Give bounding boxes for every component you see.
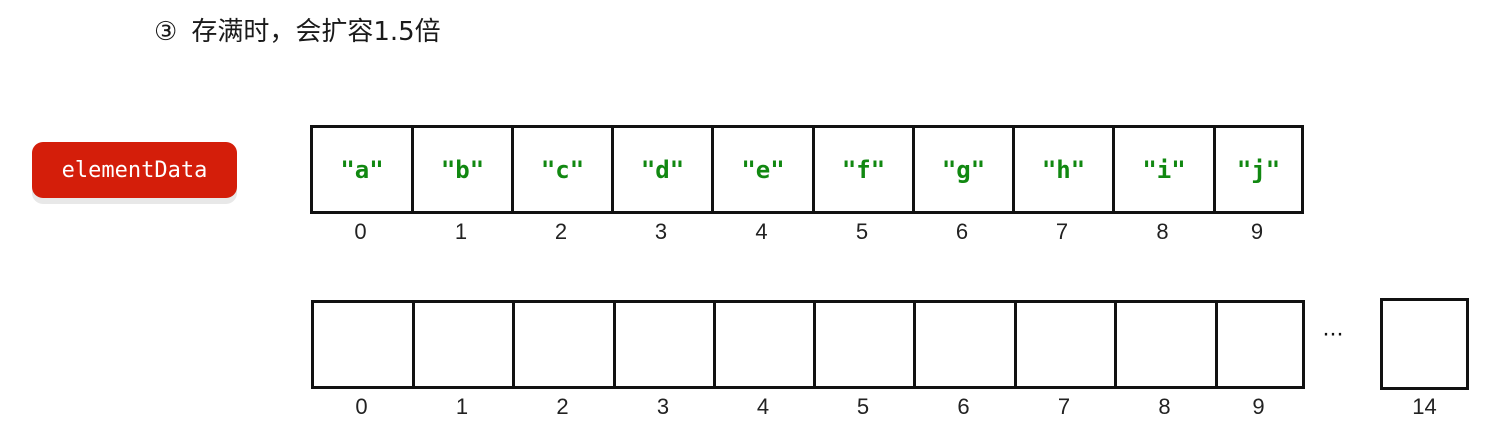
array-index: 9 bbox=[1252, 394, 1265, 419]
array-cell bbox=[916, 300, 1017, 389]
array-cell: "j" bbox=[1216, 125, 1304, 214]
array-index: 5 bbox=[855, 219, 869, 244]
array-cell: "h" bbox=[1015, 125, 1115, 214]
array-cell: "b" bbox=[414, 125, 514, 214]
array-cell bbox=[1218, 300, 1305, 389]
array-index: 8 bbox=[1156, 219, 1169, 244]
array-index: 2 bbox=[556, 394, 569, 419]
cell-value: "e" bbox=[741, 155, 785, 184]
array-cell bbox=[716, 300, 816, 389]
array-cell bbox=[616, 300, 716, 389]
cell-value: "c" bbox=[540, 155, 585, 184]
array-index: 0 bbox=[354, 219, 367, 244]
new-array bbox=[311, 300, 1305, 389]
new-array-indices: 0 1 2 3 4 5 6 7 8 9 bbox=[311, 393, 1302, 421]
array-index: 6 bbox=[955, 219, 969, 244]
heading: ③ 存满时，会扩容1.5倍 bbox=[154, 12, 441, 52]
cell-value: "i" bbox=[1142, 155, 1186, 184]
array-index-last: 14 bbox=[1412, 394, 1437, 419]
cell-value: "h" bbox=[1041, 155, 1086, 184]
array-index: 0 bbox=[355, 394, 368, 419]
cell-value: "a" bbox=[340, 155, 384, 184]
array-index: 1 bbox=[455, 394, 469, 419]
array-index: 2 bbox=[554, 219, 568, 244]
array-index: 5 bbox=[856, 394, 870, 419]
array-cell bbox=[1017, 300, 1117, 389]
old-array: "a" "b" "c" "d" "e" "f" "g" "h" "i" "j" bbox=[310, 125, 1304, 214]
array-index: 4 bbox=[756, 394, 770, 419]
array-index: 8 bbox=[1158, 394, 1171, 419]
array-cell: "g" bbox=[915, 125, 1015, 214]
array-cell: "i" bbox=[1115, 125, 1216, 214]
array-cell: "f" bbox=[815, 125, 915, 214]
array-index: 4 bbox=[755, 219, 768, 244]
array-index: 3 bbox=[654, 219, 668, 244]
array-index: 3 bbox=[656, 394, 670, 419]
array-cell bbox=[1117, 300, 1218, 389]
array-cell: "e" bbox=[714, 125, 815, 214]
array-index: 6 bbox=[957, 394, 970, 419]
cell-value: "b" bbox=[440, 155, 485, 184]
element-data-label: elementData bbox=[32, 142, 237, 198]
array-cell bbox=[415, 300, 515, 389]
array-cell bbox=[816, 300, 916, 389]
array-cell bbox=[515, 300, 616, 389]
step-number: ③ bbox=[154, 17, 178, 47]
cell-value: "g" bbox=[941, 155, 986, 184]
cell-value: "d" bbox=[640, 155, 685, 184]
array-cell bbox=[314, 300, 415, 389]
array-cell: "a" bbox=[313, 125, 414, 214]
array-cell: "d" bbox=[614, 125, 714, 214]
array-cell: "c" bbox=[514, 125, 614, 214]
old-array-indices: 0 1 2 3 4 5 6 7 8 9 bbox=[310, 218, 1301, 246]
array-index: 7 bbox=[1057, 394, 1071, 419]
cell-value: "j" bbox=[1236, 155, 1281, 184]
heading-text: 存满时，会扩容1.5倍 bbox=[191, 17, 441, 47]
array-index: 7 bbox=[1055, 219, 1069, 244]
array-index: 9 bbox=[1250, 219, 1264, 244]
ellipsis: ··· bbox=[1322, 320, 1344, 347]
array-index: 1 bbox=[454, 219, 468, 244]
array-cell-last bbox=[1380, 298, 1469, 390]
cell-value: "f" bbox=[841, 155, 886, 184]
